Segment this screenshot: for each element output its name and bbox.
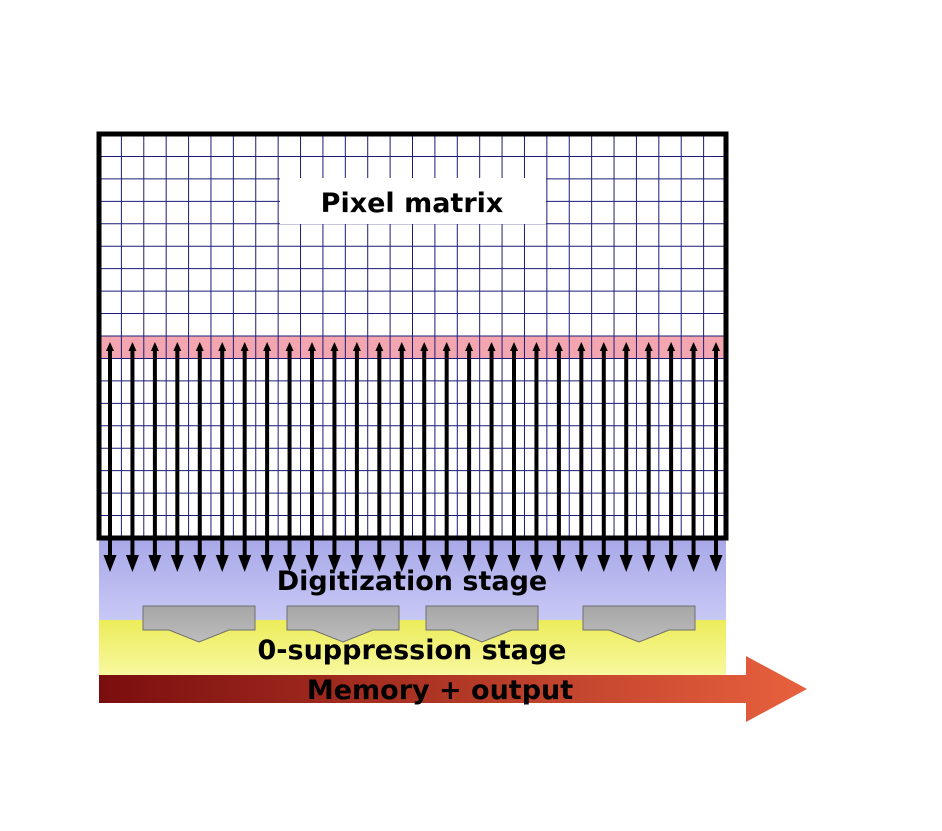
pixel-matrix-label-box: [280, 178, 546, 224]
readout-arrow: [574, 342, 588, 572]
readout-arrow: [372, 342, 386, 572]
suppression-block: [425, 605, 539, 643]
readout-arrow-up-head: [554, 342, 563, 351]
readout-arrow-up-head: [644, 342, 653, 351]
readout-arrow-down-head: [260, 555, 274, 572]
readout-arrow-down-head: [574, 555, 588, 572]
pixel-grid: [99, 134, 726, 538]
readout-arrow-up-head: [622, 342, 631, 351]
readout-arrow-up-head: [712, 342, 720, 351]
readout-arrow-down-head: [440, 555, 454, 572]
readout-arrow-up-head: [330, 342, 339, 351]
readout-arrow-down-head: [327, 555, 341, 572]
readout-arrow-up-head: [195, 342, 204, 351]
readout-arrow: [283, 342, 297, 572]
readout-arrow-up-head: [285, 342, 294, 351]
readout-arrow: [193, 342, 207, 572]
pixel-matrix-label: Pixel matrix: [321, 188, 504, 219]
suppression-blocks: [142, 605, 696, 643]
readout-arrow: [709, 342, 723, 572]
readout-arrow-down-head: [507, 555, 521, 572]
readout-arrow-up-head: [106, 342, 114, 351]
readout-arrow-down-head: [597, 555, 611, 572]
suppression-stage-label: 0-suppression stage: [258, 635, 567, 666]
readout-arrow: [417, 342, 431, 572]
readout-arrow-down-head: [170, 555, 184, 572]
readout-arrow: [170, 342, 184, 572]
readout-arrow: [103, 342, 117, 572]
readout-arrow-down-head: [372, 555, 386, 572]
readout-arrow: [529, 342, 543, 572]
readout-arrow-down-head: [642, 555, 656, 572]
readout-arrow: [552, 342, 566, 572]
readout-arrow-down-head: [417, 555, 431, 572]
readout-arrow-down-head: [709, 555, 723, 572]
readout-arrow-up-head: [532, 342, 541, 351]
readout-arrow-up-head: [128, 342, 137, 351]
readout-arrow-up-head: [150, 342, 159, 351]
readout-arrow-up-head: [465, 342, 474, 351]
readout-arrow-up-head: [397, 342, 406, 351]
readout-arrow-down-head: [462, 555, 476, 572]
readout-arrow: [507, 342, 521, 572]
readout-arrow: [238, 342, 252, 572]
readout-arrow-up-head: [308, 342, 316, 351]
readout-arrow: [148, 342, 162, 572]
column-readout-arrows: [103, 342, 723, 572]
readout-arrow-down-head: [350, 555, 364, 572]
readout-arrow: [462, 342, 476, 572]
suppression-block: [286, 605, 400, 643]
readout-arrow-down-head: [619, 555, 633, 572]
readout-arrow-up-head: [173, 342, 182, 351]
readout-arrow-up-head: [510, 342, 518, 351]
readout-arrow-up-head: [689, 342, 698, 351]
readout-arrow-up-head: [487, 342, 496, 351]
memory-output-arrow: [99, 656, 807, 722]
readout-arrow-up-head: [420, 342, 429, 351]
readout-arrow-down-head: [238, 555, 252, 572]
readout-arrow-up-head: [577, 342, 586, 351]
readout-arrow-down-head: [148, 555, 162, 572]
readout-arrow: [485, 342, 499, 572]
readout-arrow-down-head: [193, 555, 207, 572]
readout-arrow-down-head: [305, 555, 319, 572]
readout-arrow-down-head: [687, 555, 701, 572]
suppression-block: [582, 605, 696, 643]
memory-output-label: Memory + output: [307, 675, 573, 706]
readout-arrow-up-head: [442, 342, 451, 351]
readout-arrow-up-head: [667, 342, 676, 351]
readout-arrow: [125, 342, 139, 572]
readout-arrow: [305, 342, 319, 572]
readout-arrow-up-head: [352, 342, 361, 351]
suppression-block: [142, 605, 256, 643]
readout-arrow: [687, 342, 701, 572]
readout-arrow-up-head: [599, 342, 608, 351]
readout-arrow: [395, 342, 409, 572]
readout-arrow: [440, 342, 454, 572]
readout-arrow-down-head: [215, 555, 229, 572]
readout-arrow: [215, 342, 229, 572]
readout-arrow-down-head: [395, 555, 409, 572]
readout-arrow: [619, 342, 633, 572]
readout-arrow-down-head: [529, 555, 543, 572]
readout-arrow-down-head: [125, 555, 139, 572]
readout-arrow-up-head: [240, 342, 249, 351]
readout-arrow-up-head: [263, 342, 272, 351]
pixel-matrix-border: [96, 131, 729, 541]
readout-arrow-down-head: [552, 555, 566, 572]
readout-arrow: [597, 342, 611, 572]
readout-arrow: [350, 342, 364, 572]
readout-arrow: [260, 342, 274, 572]
readout-arrow: [642, 342, 656, 572]
readout-arrow-up-head: [375, 342, 384, 351]
readout-arrow-down-head: [664, 555, 678, 572]
readout-arrow: [664, 342, 678, 572]
readout-arrow-down-head: [103, 555, 117, 572]
readout-arrow-down-head: [485, 555, 499, 572]
readout-arrow: [327, 342, 341, 572]
readout-arrow-down-head: [283, 555, 297, 572]
digitization-stage-label: Digitization stage: [277, 566, 548, 597]
readout-arrow-up-head: [218, 342, 227, 351]
